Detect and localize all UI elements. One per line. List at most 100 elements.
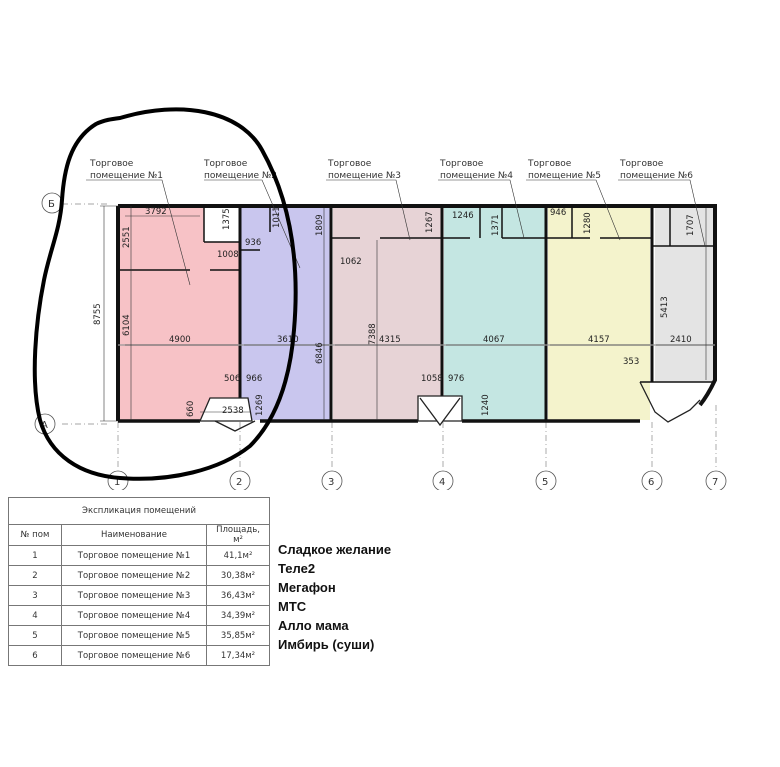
tenant-name: Сладкое желание [278,542,392,557]
dim-976: 976 [448,374,464,384]
row-num: 2 [8,565,62,586]
dim-1809: 1809 [315,214,325,236]
dim-1058: 1058 [421,374,443,384]
axis-label-b: Б [48,199,55,210]
axis-grid [62,203,717,470]
svg-text:Торговое: Торговое [439,159,484,169]
dim-1707: 1707 [686,214,696,236]
header-name: Наименование [61,524,207,546]
room-6-fill [655,206,713,382]
dim-4900: 4900 [169,335,191,345]
dim-2538: 2538 [222,406,244,416]
row-area: 34,39м² [206,605,270,626]
axis-label-5: 5 [542,477,548,488]
row-area: 36,43м² [206,585,270,606]
row-name: Торговое помещение №2 [61,565,207,586]
dim-660: 660 [186,401,196,417]
tenant-name: Имбирь (суши) [278,637,375,652]
legend-table: Экспликация помещений № пом Наименование… [8,497,270,666]
dim-506: 506 [224,374,240,384]
dim-3792: 3792 [145,207,167,217]
room-label-3: Торговое помещение №3 [327,159,401,181]
svg-text:помещение №3: помещение №3 [328,171,401,181]
svg-text:Торговое: Торговое [327,159,372,169]
row-num: 5 [8,625,62,646]
room-4-fill [444,206,545,420]
row-area: 35,85м² [206,625,270,646]
row-num: 1 [8,545,62,566]
marker-outline [32,107,298,481]
dim-1375: 1375 [222,208,232,230]
dim-7388: 7388 [368,323,378,345]
row-name: Торговое помещение №5 [61,625,207,646]
dim-5413: 5413 [660,296,670,318]
room-label-1: Торговое помещение №1 [89,159,163,181]
dim-1062: 1062 [340,257,362,267]
dim-2410: 2410 [670,335,692,345]
svg-text:Торговое: Торговое [89,159,134,169]
entrances [199,381,701,432]
header-num: № пом [8,524,62,546]
dim-1008: 1008 [217,250,239,260]
dimension-lines [100,205,713,422]
tenant-list: Сладкое желание Теле2 Мегафон МТС Алло м… [278,540,391,654]
dim-353: 353 [623,357,639,367]
dim-1267: 1267 [425,211,435,233]
dim-1269: 1269 [255,394,265,416]
svg-text:помещение №5: помещение №5 [528,171,601,181]
header-area: Площадь, м² [206,524,270,546]
dim-936: 936 [245,238,261,248]
dim-6846: 6846 [315,342,325,364]
axis-label-2: 2 [236,477,242,488]
table-row: 4 Торговое помещение №4 34,39м² [8,605,270,626]
svg-text:Торговое: Торговое [619,159,664,169]
dim-1371: 1371 [491,214,501,236]
room-5-fill [548,206,650,420]
legend-header-row: № пом Наименование Площадь, м² [8,524,270,546]
svg-text:Торговое: Торговое [203,159,248,169]
axis-label-3: 3 [328,477,334,488]
row-name: Торговое помещение №3 [61,585,207,606]
floor-plan: Торговое помещение №1 Торговое помещение №… [32,107,727,490]
tenant-name: Мегафон [278,580,336,595]
svg-text:помещение №1: помещение №1 [90,171,163,181]
axis-label-1: 1 [114,477,120,488]
row-num: 3 [8,585,62,606]
axis-label-6: 6 [648,477,654,488]
room-3-fill [333,206,441,420]
dim-8755: 8755 [93,303,103,325]
table-row: 3 Торговое помещение №3 36,43м² [8,585,270,606]
axis-bubbles [34,192,727,490]
svg-text:помещение №2: помещение №2 [204,171,277,181]
room-label-6: Торговое помещение №6 [619,159,693,181]
axis-label-7: 7 [712,477,718,488]
walls [116,204,717,423]
row-area: 30,38м² [206,565,270,586]
dim-2551: 2551 [122,226,132,248]
svg-text:помещение №4: помещение №4 [440,171,513,181]
table-row: 2 Торговое помещение №2 30,38м² [8,565,270,586]
axis-label-a: А [41,420,48,431]
dim-1011: 1011 [272,206,282,228]
tenant-name: Алло мама [278,618,349,633]
svg-text:помещение №6: помещение №6 [620,171,693,181]
row-num: 4 [8,605,62,626]
room-label-5: Торговое помещение №5 [527,159,601,181]
svg-text:Торговое: Торговое [527,159,572,169]
label-leaders [86,179,706,286]
dim-1246: 1246 [452,211,474,221]
dim-4067: 4067 [483,335,505,345]
table-row: 5 Торговое помещение №5 35,85м² [8,625,270,646]
row-num: 6 [8,645,62,666]
room-label-4: Торговое помещение №4 [439,159,513,181]
row-area: 41,1м² [206,545,270,566]
row-area: 17,34м² [206,645,270,666]
dim-966: 966 [246,374,262,384]
row-name: Торговое помещение №1 [61,545,207,566]
dim-1280: 1280 [583,212,593,234]
dim-946: 946 [550,208,566,218]
table-row: 1 Торговое помещение №1 41,1м² [8,545,270,566]
dim-6104: 6104 [122,314,132,336]
tenant-name: Теле2 [278,561,316,576]
legend-caption: Экспликация помещений [8,497,270,525]
